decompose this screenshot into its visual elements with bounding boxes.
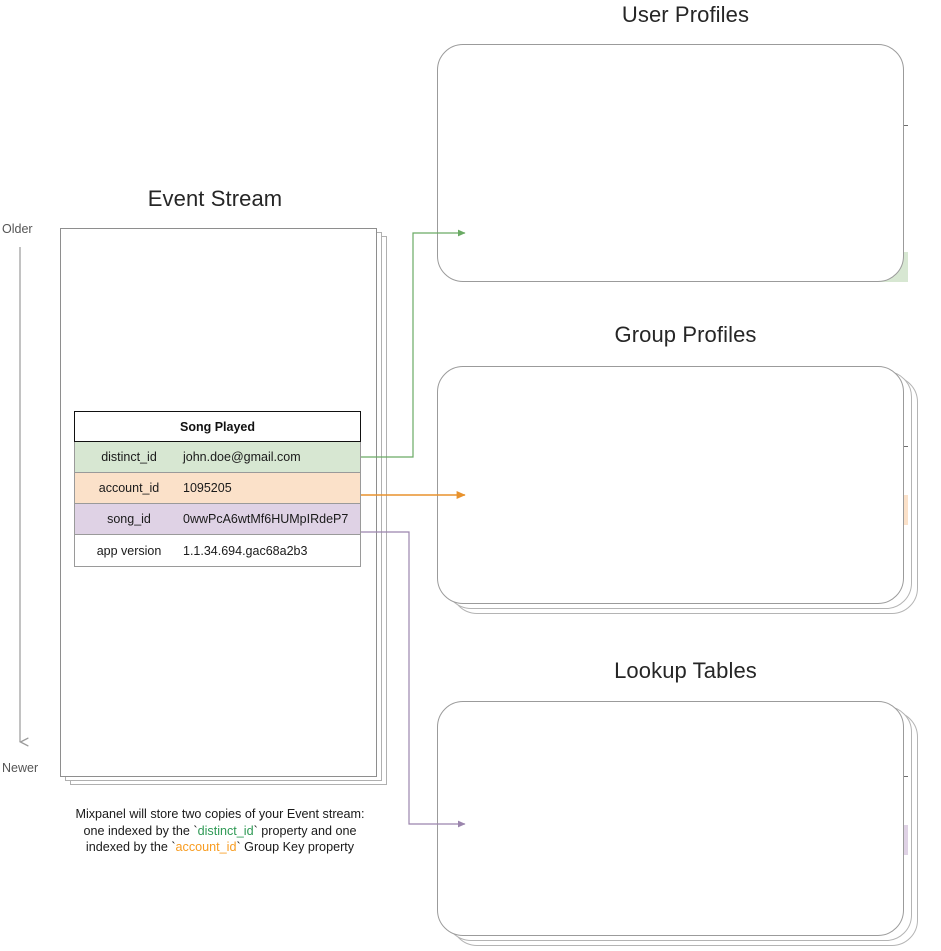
property-value: 1.1.34.694.gac68a2b3 xyxy=(183,543,308,558)
axis-label-older: Older xyxy=(2,222,33,236)
caption-line-3: indexed by the `account_id` Group Key pr… xyxy=(20,839,420,856)
event-property-distinct-id[interactable]: distinct_id john.doe@gmail.com xyxy=(74,442,361,473)
token-distinct-id: distinct_id xyxy=(197,823,254,838)
event-card-label: Song Played xyxy=(179,419,256,434)
section-title-group-profiles: Group Profiles xyxy=(614,322,757,347)
property-value: 0wwPcA6wtMf6HUMpIRdeP7 xyxy=(183,512,349,526)
property-key: account_id xyxy=(98,481,160,495)
property-value: 1095205 xyxy=(183,481,232,495)
caption-line-2: one indexed by the `distinct_id` propert… xyxy=(20,823,420,840)
diagram-caption: Mixpanel will store two copies of your E… xyxy=(20,806,420,856)
event-property-song-id[interactable]: song_id 0wwPcA6wtMf6HUMpIRdeP7 xyxy=(74,504,361,535)
accounts-profile-panel xyxy=(437,366,904,604)
caption-text: indexed by the ` xyxy=(85,840,176,854)
token-account-id: account_id xyxy=(175,840,237,854)
event-property-account-id[interactable]: account_id 1095205 xyxy=(74,473,361,504)
axis-label-newer: Newer xyxy=(2,761,39,775)
property-key: song_id xyxy=(107,512,151,526)
property-key: distinct_id xyxy=(101,450,157,464)
property-value: john.doe@gmail.com xyxy=(183,450,301,464)
section-title-user-profiles: User Profiles xyxy=(621,2,750,27)
section-title-lookup-tables: Lookup Tables xyxy=(614,658,757,683)
users-profile-panel xyxy=(437,44,904,282)
caption-line-1: Mixpanel will store two copies of your E… xyxy=(75,807,365,821)
event-property-app-version[interactable]: app version 1.1.34.694.gac68a2b3 xyxy=(74,535,361,567)
property-key: app version xyxy=(96,543,162,558)
caption-text: ` Group Key property xyxy=(236,840,355,854)
event-card-selected[interactable]: Song Played xyxy=(74,411,361,442)
caption-text: one indexed by the ` xyxy=(83,823,198,838)
section-title-event-stream: Event Stream xyxy=(147,186,283,211)
songs-lookup-panel xyxy=(437,701,904,936)
caption-text: ` property and one xyxy=(253,823,357,838)
